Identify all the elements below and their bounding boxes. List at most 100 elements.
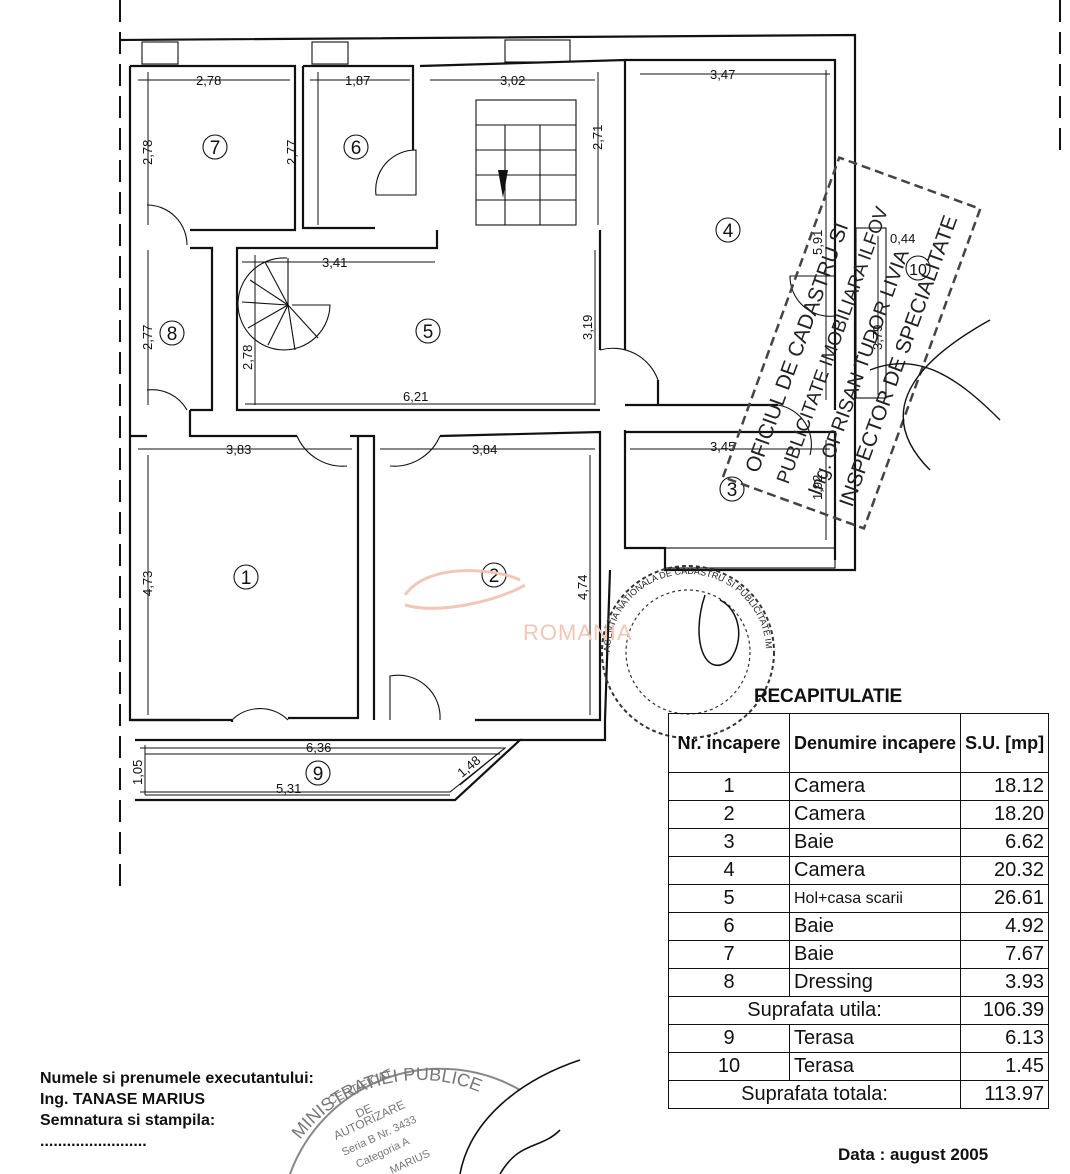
executant-signature-label: Semnatura si stampila: [40,1112,216,1129]
cell-nr: 7 [668,940,790,969]
dim-r9-height: 1,05 [130,760,145,785]
room-label-1: 1 [241,568,252,589]
cadastre-stamp-round: AGENTIA NATIONALA DE CADASTRU SI PUBLICI… [0,0,775,739]
stamp-bottom-line-3: DE [353,1101,374,1121]
room-label-5: 5 [423,322,434,343]
dim-r5-width-top: 3,41 [322,255,347,270]
executant-line-1: Numele si prenumele executantului: [40,1070,314,1087]
dim-r4-height: 5,91 [810,230,825,255]
cell-name: Terasa [788,1052,962,1081]
total-area-value: 113.97 [960,1080,1050,1109]
dim-r8-height: 2,77 [140,325,155,350]
dim-r7-width: 2,78 [196,73,221,88]
dim-r5-height-right: 3,19 [580,315,595,340]
cell-nr: 3 [668,828,790,857]
total-area-label: Suprafata totala: [667,1080,962,1109]
cell-name: Hol+casa scarii [788,884,962,913]
dim-r1-width: 3,83 [226,442,251,457]
room-label-9: 9 [313,764,324,785]
cell-su: 7.67 [960,940,1050,969]
cell-su: 1.45 [960,1052,1050,1081]
cell-su: 6.62 [960,828,1050,857]
cell-nr: 2 [668,800,790,829]
header-su: S.U. [mp] [960,713,1050,773]
dim-r1-height: 4,73 [140,571,155,596]
stamp-round-text: AGENTIA NATIONALA DE CADASTRU SI PUBLICI… [0,0,774,652]
dim-r10-height: 3,79 [870,325,885,350]
dim-stair-width: 3,02 [500,73,525,88]
executant-block: Numele si prenumele executantului: Ing. … [40,1068,314,1152]
dim-stair-height: 2,71 [590,125,605,150]
dim-r4-width: 3,47 [710,67,735,82]
cell-nr: 1 [668,772,790,801]
cell-su: 4.92 [960,912,1050,941]
dim-r9-width-top: 6,36 [306,740,331,755]
dim-r10-width: 0,44 [890,231,915,246]
cell-su: 6.13 [960,1024,1050,1053]
straight-stair [475,99,577,226]
cell-name: Camera [788,856,962,885]
dim-r5-height-left: 2,78 [240,345,255,370]
cadastre-stamp-rect: OFICIUL DE CADASTRU SI PUBLICITATE IMOBI… [721,155,982,530]
doors [146,149,836,721]
room-label-10: 10 [909,262,927,279]
recap-title: RECAPITULATIE [754,686,902,707]
walls [119,33,857,742]
cell-su: 18.20 [960,800,1050,829]
cell-name: Camera [788,800,962,829]
dim-r5-width-bottom: 6,21 [403,389,428,404]
executant-signature-dots: ........................ [40,1133,147,1150]
total-area-row: Suprafata totala:113.97 [667,1080,1050,1109]
dimension-lines [138,70,879,796]
cell-su: 26.61 [960,884,1050,913]
useful-area-value: 106.39 [960,996,1050,1025]
document-date: Data : august 2005 [838,1145,989,1164]
dim-r3-height: 1,92 [810,475,825,500]
cell-su: 3.93 [960,968,1050,997]
windows [141,39,836,569]
room-10-outline [855,227,887,399]
room-label-4: 4 [723,221,734,242]
cell-name: Baie [788,912,962,941]
dim-r6-height: 2,77 [284,140,299,165]
spiral-stair [237,257,331,351]
header-nr: Nr. incapere [668,713,790,773]
recap-header-row: Nr. incapere Denumire incapere S.U. [mp] [668,713,1050,773]
header-name: Denumire incapere [788,713,962,773]
dim-r3-width: 3,45 [710,439,735,454]
useful-area-label: Suprafata utila: [667,996,962,1025]
cell-nr: 9 [668,1024,790,1053]
room-labels: 7 6 4 5 8 3 1 2 9 10 [159,134,931,786]
cell-nr: 5 [668,884,790,913]
room-label-8: 8 [167,324,178,345]
watermark-swoosh [403,569,526,610]
executant-name: Ing. TANASE MARIUS [40,1091,206,1108]
dim-r7-height: 2,78 [140,140,155,165]
room-label-6: 6 [351,138,362,159]
room-label-7: 7 [210,138,221,159]
dim-r2-width: 3,84 [472,442,497,457]
dim-r6-width: 1,87 [345,73,370,88]
cell-name: Dressing [788,968,962,997]
useful-area-row: Suprafata utila:106.39 [667,996,1050,1025]
cell-su: 20.32 [960,856,1050,885]
signature-mark-top [869,319,1001,471]
room-label-3: 3 [727,480,738,501]
dim-r2-height: 4,74 [575,575,590,600]
cell-nr: 10 [668,1052,790,1081]
watermark-text: ROMANIA [523,620,633,645]
cell-nr: 8 [668,968,790,997]
authorization-stamp: MINISTRATIEI PUBLICE CERTIFICAT DE AUTOR… [288,1059,581,1174]
cell-nr: 6 [668,912,790,941]
cell-name: Terasa [788,1024,962,1053]
